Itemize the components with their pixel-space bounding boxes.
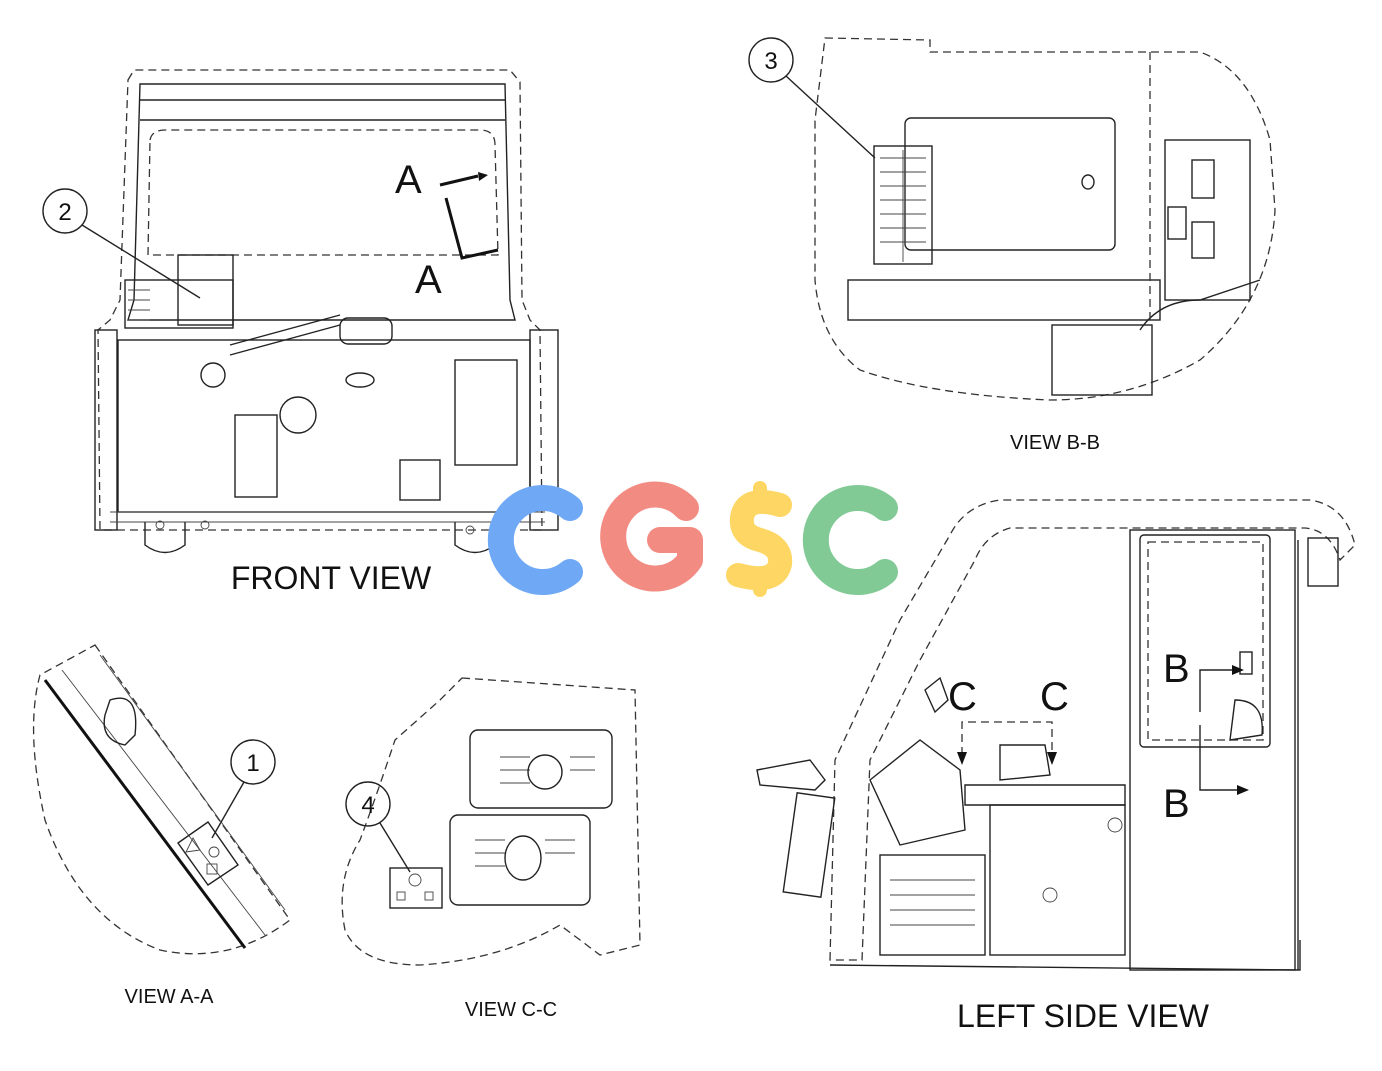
section-b-label-bottom: B bbox=[1163, 782, 1190, 826]
section-b-marker bbox=[1199, 665, 1249, 795]
callout-1-label: 1 bbox=[246, 750, 259, 777]
front-view-title: FRONT VIEW bbox=[231, 560, 432, 596]
callout-3-label: 3 bbox=[764, 48, 777, 75]
left-side-view-drawing bbox=[756, 499, 1356, 971]
section-a-label-top: A bbox=[395, 158, 422, 202]
callout-2-label: 2 bbox=[58, 199, 71, 226]
section-c-label-right: C bbox=[1040, 675, 1069, 719]
view-cc-drawing bbox=[341, 677, 641, 966]
callout-1-circle bbox=[230, 739, 276, 785]
section-a-label-bottom: A bbox=[415, 258, 442, 302]
view-cc-title: VIEW C-C bbox=[465, 999, 557, 1021]
section-b-label-top: B bbox=[1163, 647, 1190, 691]
front-view-drawing bbox=[94, 69, 559, 554]
left-side-view-title: LEFT SIDE VIEW bbox=[957, 998, 1210, 1034]
callout-2-circle bbox=[42, 188, 88, 234]
cgsc-watermark-logo bbox=[487, 481, 898, 597]
callout-3-circle bbox=[748, 37, 794, 83]
section-a-marker bbox=[439, 172, 499, 260]
view-bb-title: VIEW B-B bbox=[1010, 432, 1100, 454]
callout-4-circle bbox=[345, 781, 391, 827]
section-c-marker bbox=[957, 721, 1057, 765]
callout-4-label: 4 bbox=[361, 792, 374, 819]
view-aa-title: VIEW A-A bbox=[125, 986, 215, 1008]
view-bb-drawing bbox=[814, 37, 1276, 401]
section-c-label-left: C bbox=[948, 675, 977, 719]
view-aa-drawing bbox=[32, 644, 291, 955]
